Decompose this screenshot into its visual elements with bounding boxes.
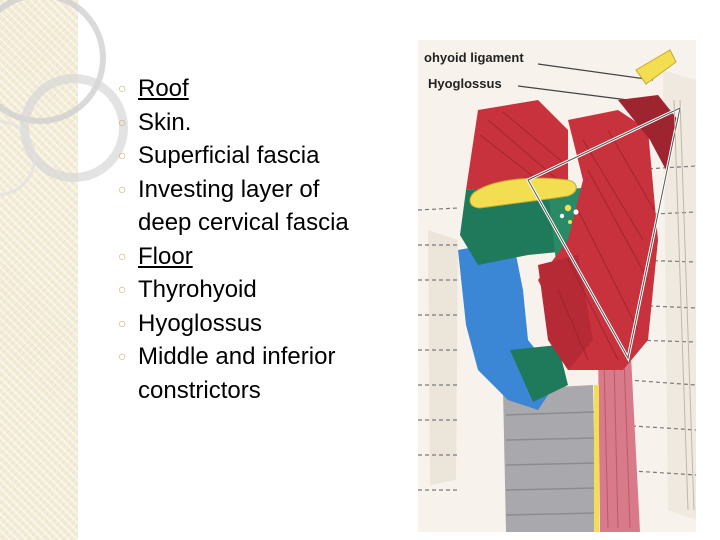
bullet-text: Floor (138, 242, 193, 270)
bullet-item: ○ Superficial fascia (118, 139, 418, 173)
bullet-marker-icon: ○ (118, 314, 127, 331)
figure-label-hyoglossus: Hyoglossus (428, 76, 502, 91)
bullet-item: ○ Hyoglossus (118, 307, 418, 341)
bullet-text: Thyrohyoid (138, 276, 257, 303)
bullet-marker-icon: ○ (118, 247, 127, 264)
bullet-marker-icon: ○ (118, 80, 127, 96)
anatomy-illustration: ohyoid ligament Hyoglossus (418, 40, 696, 532)
bullet-text-continuation: deep cervical fascia (138, 209, 349, 236)
bullet-marker-icon: ○ (118, 113, 127, 130)
bullet-text: Skin. (138, 108, 192, 136)
bullet-marker-icon: ○ (118, 180, 127, 197)
bullet-text: Investing layer of (138, 175, 320, 203)
figure-label-top: ohyoid ligament (424, 50, 524, 65)
bullet-marker-icon: ○ (118, 348, 127, 364)
bullet-text: Roof (138, 75, 189, 102)
decorative-ring (20, 74, 128, 182)
bullet-list: ○ Roof ○ Skin. ○ Superficial fascia ○ In… (118, 72, 418, 407)
bullet-marker-icon: ○ (118, 281, 127, 297)
bullet-text: Superficial fascia (138, 142, 320, 169)
bullet-marker-icon: ○ (118, 147, 127, 163)
bullet-item: ○ Floor (118, 240, 418, 274)
bullet-item: ○ Investing layer of deep cervical fasci… (118, 173, 418, 240)
bullet-item: ○ Middle and inferior constrictors (118, 340, 418, 407)
bullet-text: Middle and inferior (138, 343, 336, 370)
bullet-item: ○ Roof (118, 72, 418, 106)
bullet-item: ○ Skin. (118, 106, 418, 140)
bullet-text: Hyoglossus (138, 309, 263, 337)
bullet-item: ○ Thyrohyoid (118, 273, 418, 307)
bullet-text-continuation: constrictors (138, 376, 261, 404)
